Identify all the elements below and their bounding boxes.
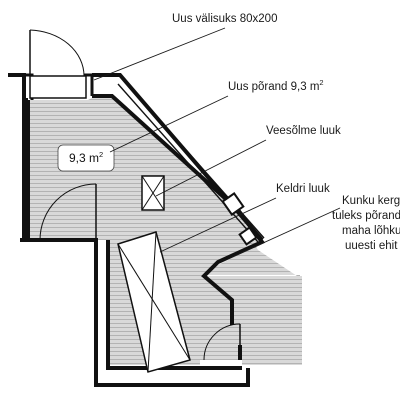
- door-label: Uus välisuks 80x200: [172, 13, 277, 25]
- note-line-3: maha lõhkuda: [342, 225, 400, 237]
- water-hatch-label: Veesõlme luuk: [266, 125, 341, 137]
- cellar-hatch-label: Keldri luuk: [276, 183, 330, 195]
- note-line-4: uuesti ehit: [345, 240, 398, 252]
- leader-lines: [93, 27, 341, 259]
- note-line-1: Kunku kergsei: [342, 195, 400, 207]
- bottom-right-door: [200, 323, 242, 366]
- left-door: [39, 183, 97, 241]
- water-hatch-box: [141, 175, 165, 211]
- note-line-2: tuleks põranda e: [332, 210, 400, 222]
- wall-opening-1: [221, 192, 245, 216]
- entry-door: [29, 29, 87, 99]
- room-area-value: 9,3 m2: [69, 150, 103, 165]
- wall-opening-2: [238, 226, 258, 246]
- room-area-box: 9,3 m2: [57, 144, 115, 172]
- cellar-hatch: [117, 231, 191, 373]
- floor-label: Uus põrand 9,3 m2: [228, 78, 324, 93]
